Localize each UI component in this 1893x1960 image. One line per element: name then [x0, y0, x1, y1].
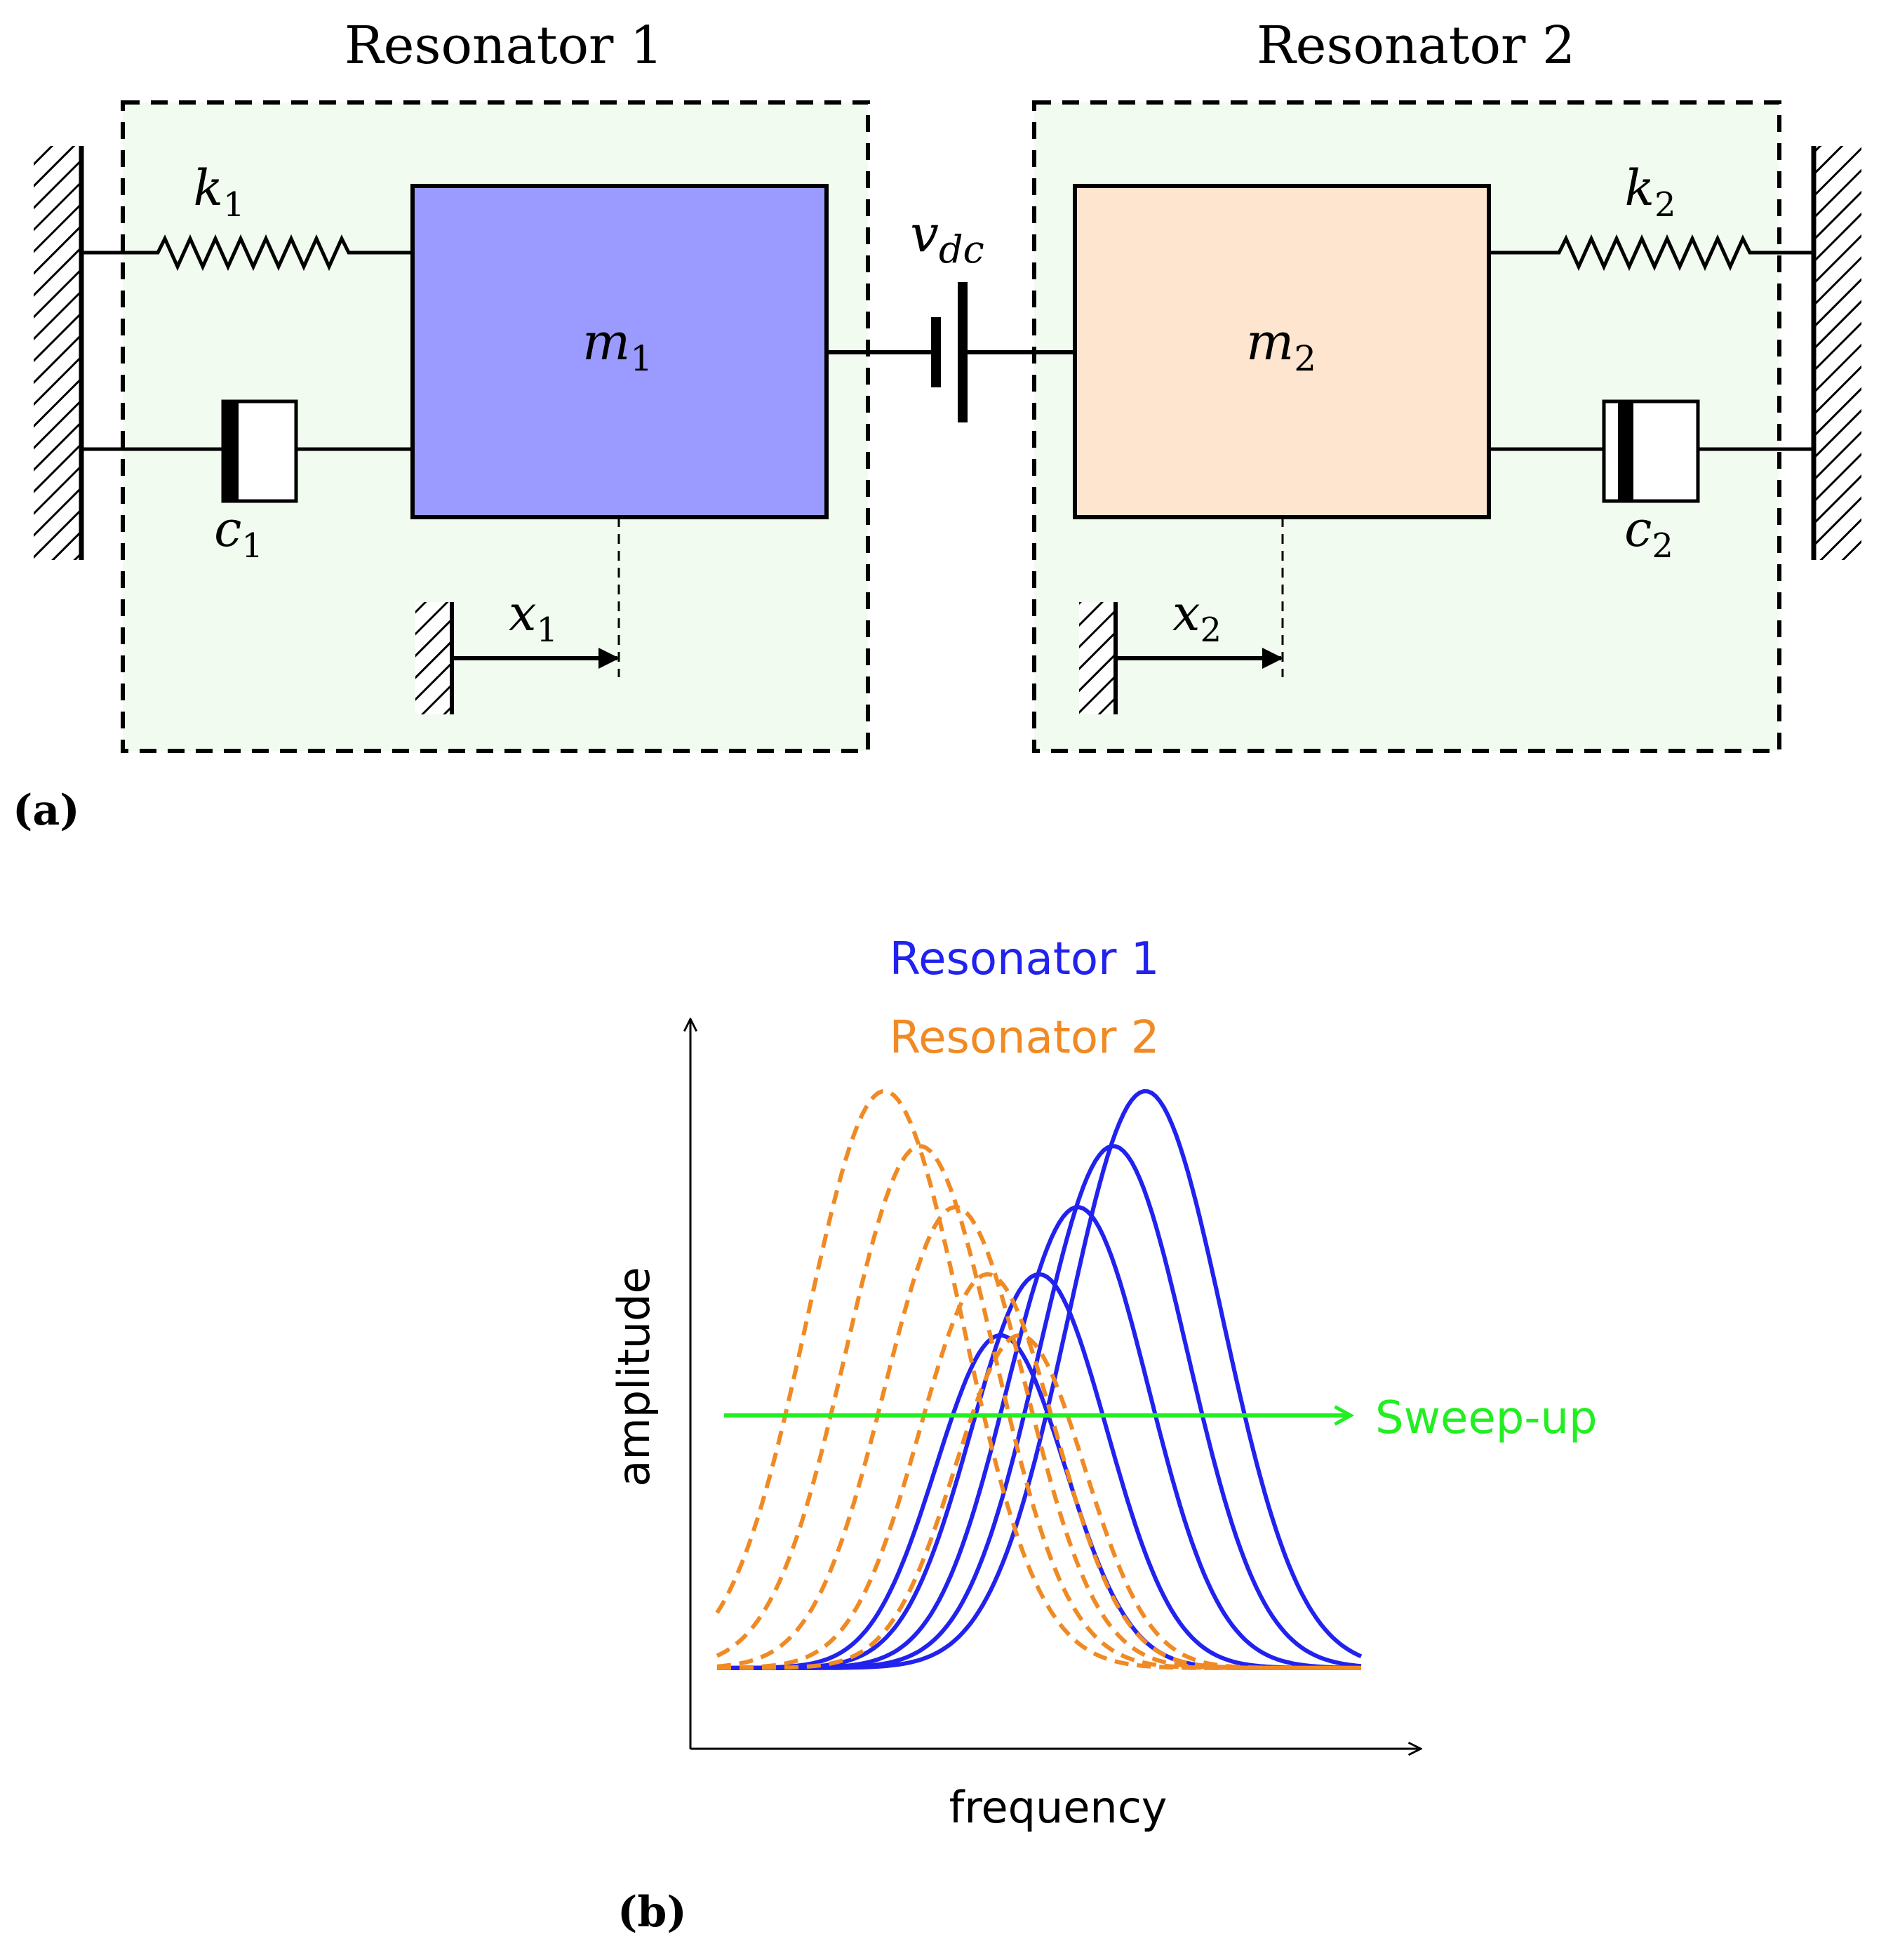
legend-resonator1: Resonator 1	[890, 933, 1160, 985]
resonator1-curve-1	[717, 1333, 1361, 1670]
panel-b-label: (b)	[617, 1888, 687, 1937]
mass-m1-label: m1	[582, 312, 653, 379]
curves-layer	[715, 1088, 1363, 1670]
sweep-label: Sweep-up	[1375, 1392, 1598, 1444]
coupling-capacitor	[827, 282, 1075, 422]
spring-k1-label: k1	[194, 159, 245, 225]
damper-c1	[81, 399, 413, 503]
mass-m2	[1073, 184, 1491, 519]
x2-label: x2	[1172, 585, 1222, 650]
resonator2-curve-5	[717, 1333, 1361, 1670]
spring-k1	[81, 234, 413, 272]
right-wall	[1814, 146, 1861, 560]
mass-m2-label: m2	[1246, 312, 1316, 379]
x1-ground	[415, 602, 452, 714]
damper-c2-label: c2	[1624, 500, 1673, 566]
resonator2-title: Resonator 2	[1257, 15, 1575, 76]
mass-m1	[410, 184, 829, 519]
spring-k2-label: k2	[1625, 159, 1676, 225]
resonator2-curve-2	[716, 1144, 1361, 1670]
resonator2-curve-1	[715, 1088, 1361, 1670]
x1-label: x1	[509, 585, 558, 650]
legend-resonator2: Resonator 2	[890, 1012, 1160, 1064]
damper-c1-label: c1	[214, 500, 263, 566]
panel-b: Resonator 1 Resonator 2 amplitude freque…	[608, 933, 1598, 1937]
resonator2-curve-4	[716, 1272, 1361, 1670]
panel-a: Resonator 1 Resonator 2 k1 c1 m1 x1	[13, 15, 1861, 835]
coupling-label: vdc	[910, 204, 984, 272]
resonator1-title: Resonator 1	[345, 15, 663, 76]
y-axis-label: amplitude	[608, 1267, 660, 1486]
panel-a-label: (a)	[13, 786, 80, 835]
spring-k2	[1489, 234, 1814, 272]
left-wall	[34, 146, 81, 560]
x-axis-label: frequency	[949, 1782, 1168, 1833]
x2-ground	[1079, 602, 1116, 714]
resonator1-curve-5	[717, 1088, 1363, 1670]
damper-c2	[1489, 399, 1814, 503]
